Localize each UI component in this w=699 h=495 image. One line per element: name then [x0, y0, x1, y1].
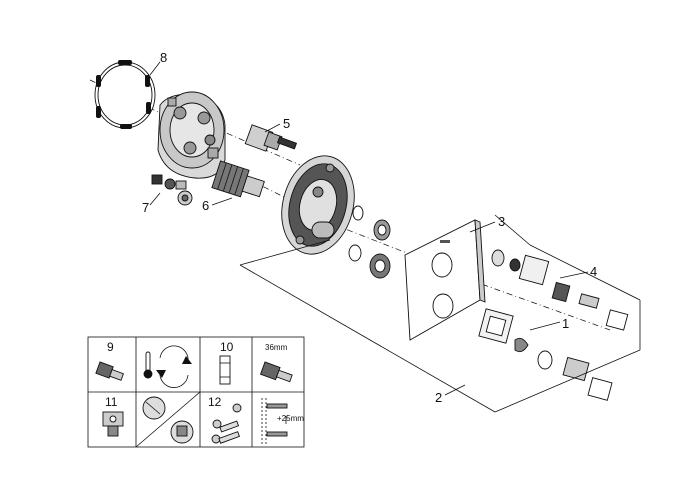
panel-item-10: 10 — [220, 340, 234, 354]
square-cover-plate — [404, 219, 486, 341]
seal-rings — [348, 205, 391, 279]
extension-depth-icon — [261, 398, 288, 444]
assembly-bracket-2 — [239, 214, 641, 413]
callout-3: 3 — [498, 214, 505, 229]
leader-lines — [149, 61, 589, 396]
rear-mounting-plate — [281, 155, 355, 255]
panel-item-11: 11 — [105, 395, 118, 409]
panel-item-12: 12 — [208, 395, 222, 409]
screw-set-icon — [211, 403, 242, 444]
callout-2: 2 — [435, 390, 442, 405]
cartridge-icon — [95, 361, 124, 381]
extension-sleeve-icon — [219, 355, 231, 385]
callout-4: 4 — [590, 264, 597, 279]
gasket-ring-part — [94, 60, 156, 129]
valve-body-housing — [157, 91, 226, 179]
callout-8: 8 — [160, 50, 167, 65]
callout-7: 7 — [142, 200, 149, 215]
panel-item-9: 9 — [107, 340, 114, 354]
check-valve-icon — [102, 411, 124, 437]
extension-label: +25mm — [277, 414, 304, 423]
lower-handle-assembly — [478, 308, 613, 401]
callout-5: 5 — [283, 116, 290, 131]
thermostatic-cartridge-part — [211, 160, 265, 198]
upper-handle-assembly — [491, 249, 629, 331]
callout-1: 1 — [562, 316, 569, 331]
small-valve-parts — [151, 174, 193, 206]
callout-labels: 8 5 6 7 3 4 1 2 — [142, 50, 597, 405]
callout-6: 6 — [202, 198, 209, 213]
handle-position-icon — [135, 391, 201, 448]
temperature-adjust-icon — [143, 345, 192, 388]
accessory-panel: 9 10 36mm 11 — [87, 336, 305, 448]
wrench-cartridge-icon — [259, 361, 293, 383]
wrench-size-label: 36mm — [265, 343, 288, 352]
